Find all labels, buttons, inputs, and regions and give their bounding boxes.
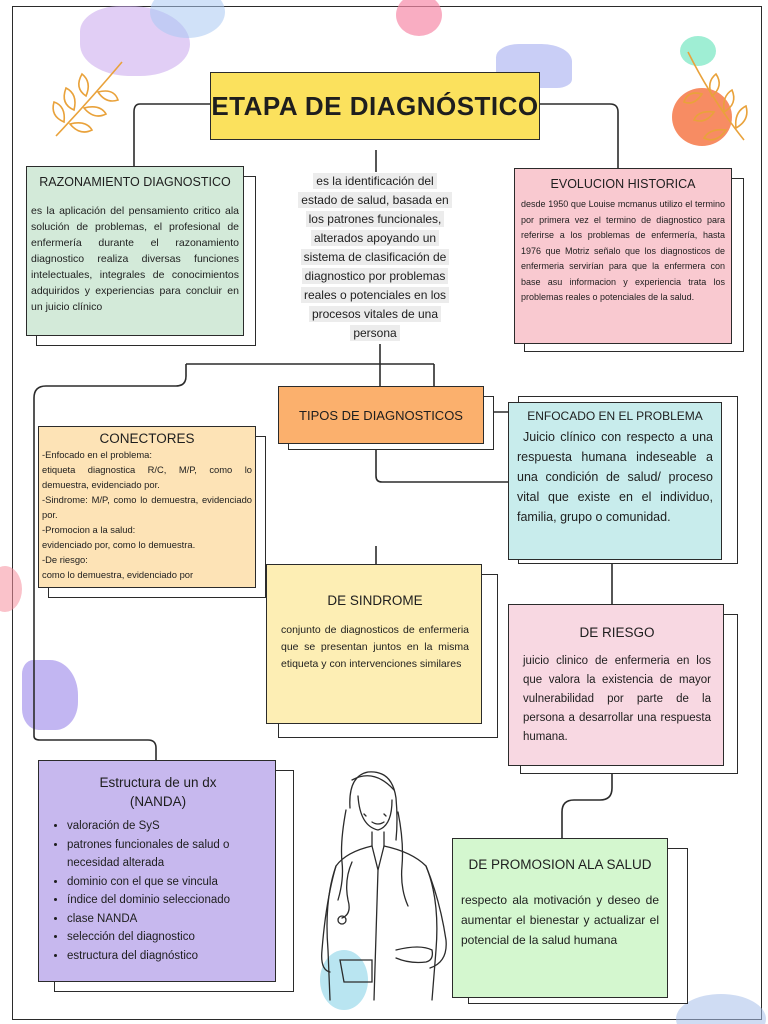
- leaf-icon: [683, 51, 748, 141]
- definition-line: es la identificación del: [286, 172, 464, 191]
- estructura-heading: Estructura de un dx: [99, 775, 217, 790]
- estructura-card: Estructura de un dx (NANDA) valoración d…: [38, 760, 276, 982]
- promocion-card: DE PROMOSION ALA SALUD respecto ala moti…: [452, 838, 668, 998]
- sindrome-text: conjunto de diagnosticos de enfermeria q…: [281, 624, 469, 670]
- enfocado-text: Juicio clínico con respecto a una respue…: [517, 430, 713, 524]
- watercolor-blob: [22, 660, 78, 730]
- list-item: índice del dominio seleccionado: [67, 891, 265, 910]
- list-item: dominio con el que se vincula: [67, 873, 265, 892]
- conectores-line: -Promocion a la salud:: [42, 524, 136, 535]
- riesgo-heading: DE RIESGO: [579, 625, 655, 640]
- conectores-line: como lo demuestra, evidenciado por: [42, 569, 194, 580]
- estructura-heading: (NANDA): [129, 794, 187, 809]
- definition-line: persona: [286, 324, 464, 343]
- promocion-text: respecto ala motivación y deseo de aumen…: [461, 893, 659, 947]
- definition-text: es la identificación del estado de salud…: [286, 172, 464, 343]
- list-item: estructura del diagnóstico: [67, 947, 265, 966]
- conectores-line: etiqueta diagnostica R/C, M/P, como lo d…: [42, 464, 252, 490]
- definition-line: procesos vitales de una: [286, 305, 464, 324]
- definition-line: los patrones funcionales,: [286, 210, 464, 229]
- evolucion-card: EVOLUCION HISTORICA desde 1950 que Louis…: [514, 168, 732, 344]
- page-border: [12, 6, 762, 1020]
- enfocado-card: ENFOCADO EN EL PROBLEMA Juicio clínico c…: [508, 402, 722, 560]
- conectores-line: -De riesgo:: [42, 554, 88, 565]
- riesgo-card: DE RIESGO juicio clinico de enfermeria e…: [508, 604, 724, 766]
- conectores-heading: CONECTORES: [99, 431, 195, 446]
- list-item: clase NANDA: [67, 910, 265, 929]
- watercolor-blob: [672, 88, 732, 146]
- list-item: patrones funcionales de salud o necesida…: [67, 836, 265, 873]
- list-item: selección del diagnostico: [67, 928, 265, 947]
- definition-line: reales o potenciales en los: [286, 286, 464, 305]
- evolucion-text: desde 1950 que Louise mcmanus utilizo el…: [521, 199, 725, 302]
- watercolor-blob: [396, 0, 442, 36]
- razonamiento-text: es la aplicación del pensamiento critico…: [31, 205, 239, 313]
- evolucion-heading: EVOLUCION HISTORICA: [550, 177, 696, 191]
- conectores-line: evidenciado por, como lo demuestra.: [42, 539, 196, 550]
- conectores-card: CONECTORES -Enfocado en el problema: eti…: [38, 426, 256, 588]
- conectores-line: -Sindrome: M/P, como lo demuestra, evide…: [42, 494, 252, 520]
- definition-line: alterados apoyando un: [286, 229, 464, 248]
- definition-line: sistema de clasificación de: [286, 248, 464, 267]
- tipos-card: TIPOS DE DIAGNOSTICOS: [278, 386, 484, 444]
- riesgo-text: juicio clinico de enfermeria en los que …: [523, 655, 711, 743]
- tipos-heading: TIPOS DE DIAGNOSTICOS: [299, 407, 463, 423]
- enfocado-heading: ENFOCADO EN EL PROBLEMA: [527, 409, 703, 423]
- list-item: valoración de SyS: [67, 817, 265, 836]
- sindrome-heading: DE SINDROME: [327, 593, 423, 608]
- razonamiento-heading: RAZONAMIENTO DIAGNOSTICO: [39, 175, 231, 189]
- page-title: ETAPA DE DIAGNÓSTICO: [210, 72, 540, 140]
- conectores-line: -Enfocado en el problema:: [42, 449, 152, 460]
- sindrome-card: DE SINDROME conjunto de diagnosticos de …: [266, 564, 482, 724]
- watercolor-blob: [0, 566, 22, 612]
- razonamiento-card: RAZONAMIENTO DIAGNOSTICO es la aplicació…: [26, 166, 244, 336]
- leaf-icon: [52, 61, 123, 137]
- promocion-heading: DE PROMOSION ALA SALUD: [468, 857, 652, 872]
- watercolor-blob: [680, 36, 716, 66]
- definition-line: diagnostico por problemas: [286, 267, 464, 286]
- estructura-list: valoración de SyS patrones funcionales d…: [51, 817, 265, 965]
- definition-line: estado de salud, basada en: [286, 191, 464, 210]
